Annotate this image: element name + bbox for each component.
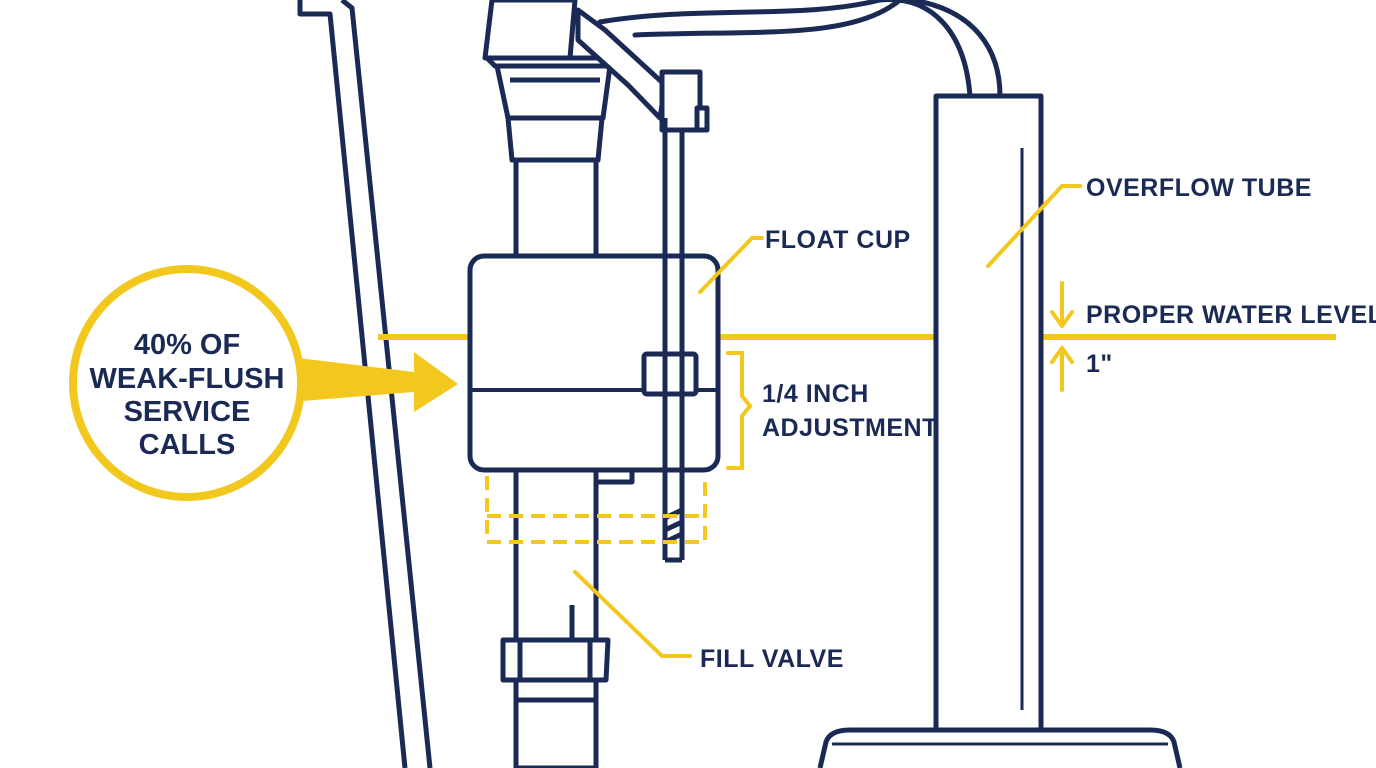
callout-arrow: [290, 352, 458, 412]
one-inch-label: 1": [1086, 350, 1113, 378]
callout-line-4: CALLS: [139, 429, 236, 461]
adjustment-label-line2: ADJUSTMENT: [762, 414, 938, 442]
float-adjusted-position: [485, 476, 707, 544]
callout-line-2: WEAK-FLUSH: [90, 363, 285, 395]
proper-water-level-label: PROPER WATER LEVEL: [1086, 301, 1376, 329]
float-cup: [467, 253, 721, 485]
fill-valve-label: FILL VALVE: [700, 645, 844, 673]
supply-hose: [597, 0, 1003, 99]
overflow-tube-label: OVERFLOW TUBE: [1086, 174, 1312, 202]
fill-valve-body: [482, 0, 613, 768]
water-level-arrows: [1050, 281, 1074, 392]
callout-line-3: SERVICE: [124, 396, 251, 428]
callout-line-1: 40% OF: [134, 329, 240, 361]
float-arm: [575, 7, 710, 563]
callout-bubble: 40% OF WEAK-FLUSH SERVICE CALLS: [69, 265, 458, 501]
overflow-tube: [817, 93, 1183, 768]
float-cup-label: FLOAT CUP: [765, 226, 911, 254]
adjustment-label-line1: 1/4 INCH: [762, 380, 869, 408]
leader-lines: [573, 184, 1082, 658]
